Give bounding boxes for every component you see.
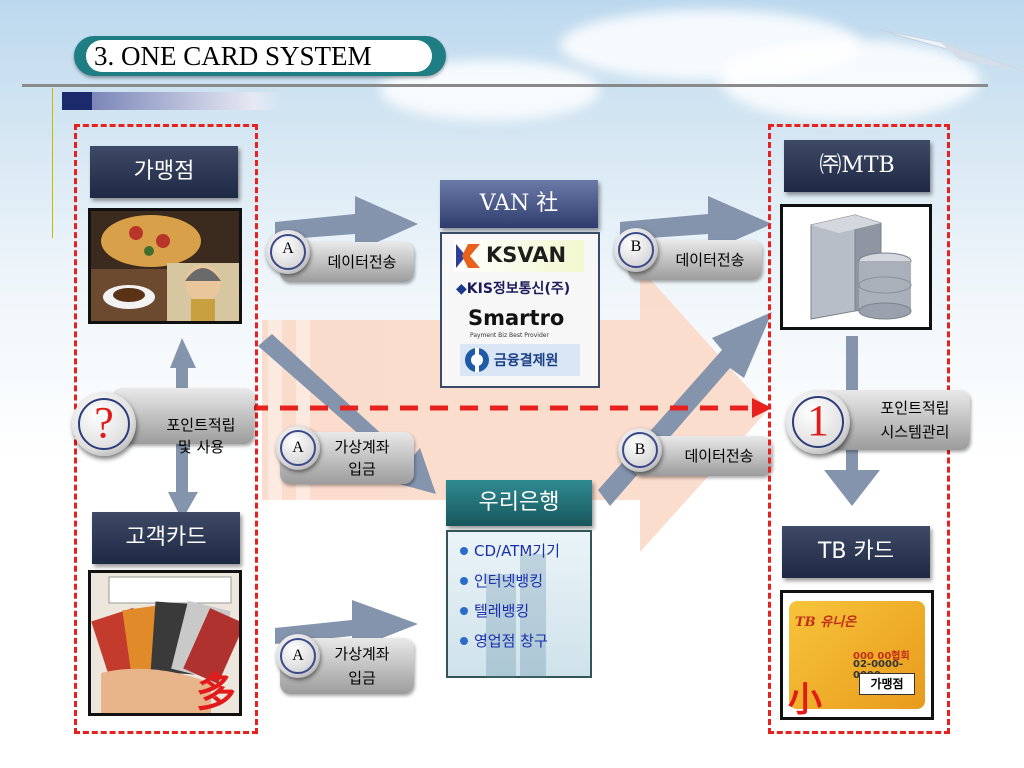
- kftc-logo-mark: [465, 348, 489, 372]
- mtb-label: ㈜MTB: [784, 140, 930, 192]
- server-photo: [780, 204, 932, 330]
- bank-services-box: CD/ATM기기 인터넷뱅킹 텔레뱅킹 영업점 창구: [446, 530, 592, 678]
- flow-a2-badge: A: [276, 426, 320, 470]
- bank-building-icon: [486, 554, 546, 678]
- merchant-photo: [88, 208, 242, 324]
- tb-card: TB 유니온 000 00협회 02-0000-0000 가맹점: [789, 601, 925, 709]
- customer-cards-photo: [88, 570, 242, 716]
- cloud: [720, 40, 980, 120]
- tb-card-number: 000 00협회: [853, 651, 910, 662]
- small-character: 小: [788, 680, 822, 720]
- paper-plane-icon: [880, 29, 1020, 71]
- flow-a1-label: 데이터전송: [280, 242, 414, 282]
- bank-header: 우리은행: [446, 480, 592, 526]
- kftc-text: 금융결제원: [494, 353, 559, 369]
- flow-a1-badge: A: [266, 230, 310, 274]
- points-system-pill: 포인트적립 시스템관리: [820, 390, 970, 450]
- flow-a3-badge: A: [276, 634, 320, 678]
- ksvan-text: KSVAN: [486, 243, 567, 267]
- bank-service-item: 인터넷뱅킹: [448, 566, 594, 596]
- title-rule: [22, 84, 988, 87]
- tb-card-label: TB 카드: [782, 526, 930, 578]
- page-title: 3. ONE CARD SYSTEM: [86, 40, 432, 72]
- van-header: VAN 社: [440, 180, 598, 228]
- tb-card-merchant: 가맹점: [859, 673, 915, 695]
- bank-service-item: CD/ATM기기: [448, 536, 594, 566]
- many-character: 多: [196, 669, 236, 716]
- bank-services-list: CD/ATM기기 인터넷뱅킹 텔레뱅킹 영업점 창구: [448, 536, 594, 656]
- customer-card-label: 고객카드: [92, 512, 240, 564]
- ksvan-logo: KSVAN: [454, 240, 584, 272]
- accent-block: [62, 92, 92, 110]
- arrow-a1: [275, 196, 418, 252]
- bank-service-item: 영업점 창구: [448, 626, 594, 656]
- tb-card-photo: TB 유니온 000 00협회 02-0000-0000 가맹점: [780, 590, 934, 720]
- smartro-tagline: Payment Biz Best Provider: [470, 332, 549, 339]
- question-badge: ?: [72, 392, 136, 456]
- kis-logo: ◆KIS정보통신(주): [456, 281, 571, 297]
- arrow-b1: [620, 196, 772, 252]
- points-dashed-arrowhead: [752, 398, 772, 418]
- merchant-label: 가맹점: [90, 146, 238, 198]
- merchant-photo-image: [91, 211, 239, 321]
- tb-card-brand: TB 유니온: [795, 615, 857, 630]
- ksvan-logo-mark: [456, 244, 480, 268]
- van-logos-box: KSVAN ◆KIS정보통신(주) Smartro Payment Biz Be…: [440, 232, 600, 388]
- number-one-badge: 1: [786, 390, 850, 454]
- flow-b2-badge: B: [618, 428, 662, 472]
- accent-vertical-line: [52, 88, 53, 238]
- smartro-logo: Smartro: [468, 306, 565, 330]
- points-usage-pill: 포인트적립 및 사용: [112, 388, 254, 456]
- accent-fade: [92, 92, 282, 110]
- flow-b1-badge: B: [614, 228, 658, 272]
- kftc-logo: 금융결제원: [460, 344, 580, 376]
- bank-service-item: 텔레뱅킹: [448, 596, 594, 626]
- customer-cards-image: [91, 573, 239, 713]
- server-database-icon: [810, 214, 912, 320]
